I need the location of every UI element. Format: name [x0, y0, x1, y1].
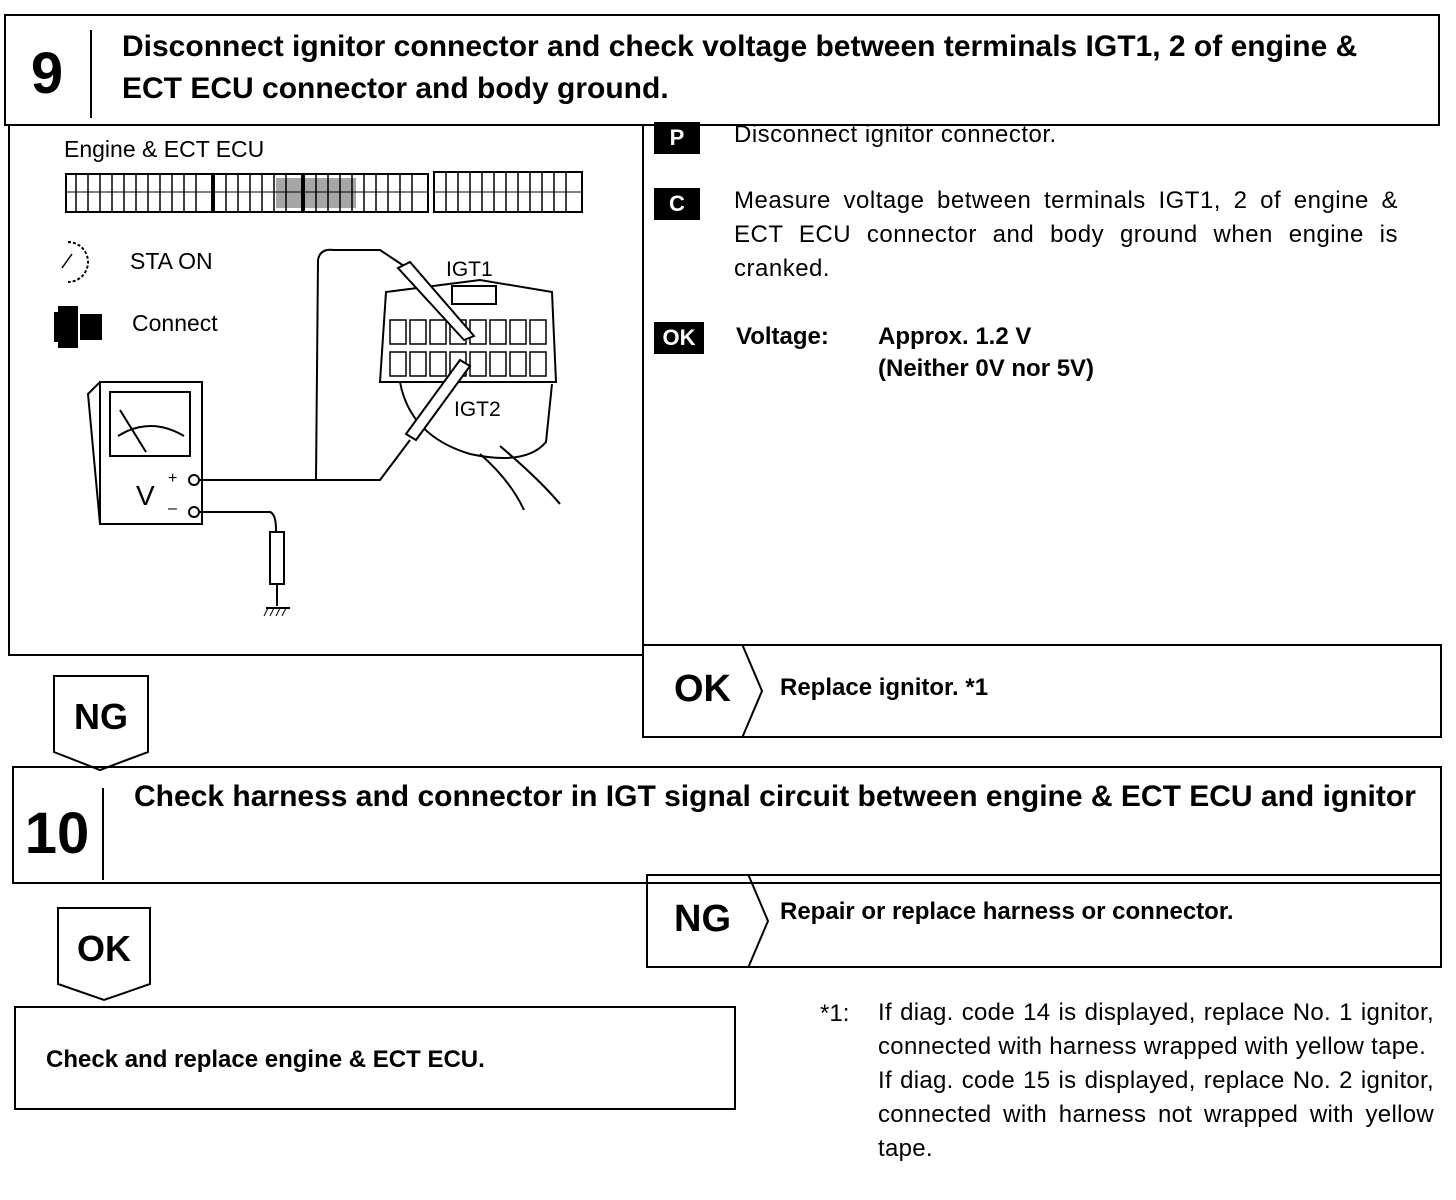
- meter-minus-label: –: [168, 500, 177, 517]
- ok-result-box: [642, 644, 1442, 738]
- ecu-connector-strip: [65, 171, 583, 213]
- voltmeter-diagram: [86, 248, 561, 617]
- ng-result-box: [646, 874, 1442, 968]
- footnote-line-1: If diag. code 14 is displayed, replace N…: [878, 999, 1434, 1060]
- ok-result-label: OK: [674, 668, 731, 710]
- step-9-header: [4, 14, 1440, 126]
- p-instruction: Disconnect ignitor connector.: [734, 121, 1057, 148]
- sta-on-label: STA ON: [130, 248, 213, 274]
- final-action-text: Check and replace engine & ECT ECU.: [46, 1046, 485, 1073]
- ignition-key-icon: [61, 241, 89, 283]
- ok-result-text: Replace ignitor. *1: [780, 674, 989, 701]
- igt2-label: IGT2: [454, 398, 501, 421]
- connect-label: Connect: [132, 310, 218, 336]
- ng-result-text: Repair or replace harness or connector.: [780, 898, 1234, 925]
- voltage-label: Voltage:: [736, 323, 829, 350]
- igt1-label: IGT1: [446, 258, 493, 281]
- voltage-note: (Neither 0V nor 5V): [878, 355, 1095, 382]
- p-tag: P: [654, 122, 700, 154]
- meter-v-label: V: [136, 480, 155, 511]
- footnote-line-2: If diag. code 15 is displayed, replace N…: [878, 1067, 1434, 1162]
- step-10-title: Check harness and connector in IGT signa…: [134, 780, 1416, 813]
- c-instruction: Measure voltage between terminals IGT1, …: [734, 187, 1398, 282]
- ok-flow-label: OK: [77, 928, 131, 969]
- footnote-marker: *1:: [820, 1000, 850, 1027]
- connector-icon: [54, 306, 102, 348]
- ok-flow-arrow: [57, 907, 151, 1002]
- voltage-value: Approx. 1.2 V: [878, 323, 1032, 350]
- step-10-number: 10: [12, 788, 104, 880]
- ng-result-chevron: [747, 874, 770, 968]
- ecu-label: Engine & ECT ECU: [64, 136, 265, 162]
- footnote-body: If diag. code 14 is displayed, replace N…: [878, 996, 1434, 1166]
- diagram-panel: [8, 126, 644, 656]
- final-action-box: [14, 1006, 736, 1110]
- meter-plus-label: +: [168, 470, 178, 487]
- step-9-title: Disconnect ignitor connector and check v…: [122, 30, 1358, 105]
- ng-result-label: NG: [674, 898, 731, 940]
- c-tag: C: [654, 188, 700, 220]
- ok-result-chevron: [741, 644, 764, 738]
- step-9-number: 9: [4, 30, 92, 118]
- ng-flow-arrow: [53, 675, 149, 772]
- step-10-header: [12, 766, 1442, 884]
- ok-tag: OK: [654, 322, 704, 354]
- ng-flow-label: NG: [74, 696, 128, 737]
